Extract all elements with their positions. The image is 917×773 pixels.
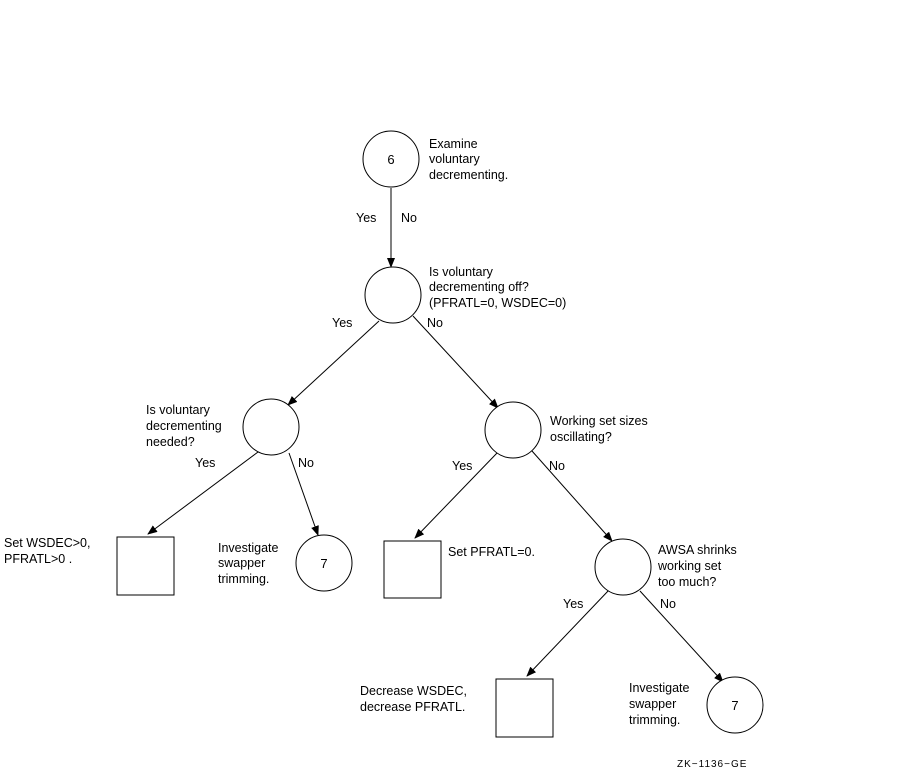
node-6-text: Examine voluntary decrementing. — [429, 137, 508, 182]
edge-awsa-to-decrease — [526, 589, 610, 677]
action-set-wsdec: Set WSDEC>0, PFRATL>0 . — [4, 536, 175, 596]
decision-awsa-shrinks: AWSA shrinks working set too much? — [594, 538, 740, 596]
decision-working-set-oscillating: Working set sizes oscillating? — [484, 401, 651, 459]
edge-label-no: No — [549, 459, 565, 473]
edge-oscillating-to-awsa — [531, 450, 613, 542]
figure-code: ZK−1136−GE — [677, 759, 747, 770]
edge-label-no: No — [427, 316, 443, 330]
edge-awsa-to-7-right — [639, 590, 724, 683]
edge-label-yes: Yes — [563, 597, 583, 611]
decision-awsa-shrinks-text: AWSA shrinks working set too much? — [657, 543, 740, 589]
node-6-examine: 6 Examine voluntary decrementing. — [362, 130, 508, 188]
edge-label-yes: Yes — [356, 211, 376, 225]
decision-decrementing-off: Is voluntary decrementing off? (PFRATL=0… — [364, 265, 566, 324]
edge-label-yes: Yes — [452, 459, 472, 473]
decision-decrementing-off-text: Is voluntary decrementing off? (PFRATL=0… — [429, 265, 566, 310]
node-7-investigate-left: 7 Investigate swapper trimming. — [218, 534, 353, 592]
edge-label-no: No — [660, 597, 676, 611]
edge-off-to-oscillating — [412, 315, 499, 409]
action-decrease-wsdec-text: Decrease WSDEC, decrease PFRATL. — [360, 684, 470, 714]
edge-label-yes: Yes — [332, 316, 352, 330]
node-6-number: 6 — [387, 152, 394, 167]
node-7-right-text: Investigate swapper trimming. — [629, 681, 693, 727]
action-decrease-wsdec: Decrease WSDEC, decrease PFRATL. — [360, 678, 554, 738]
edge-oscillating-to-set-pfratl — [414, 451, 499, 539]
action-set-pfratl: Set PFRATL=0. — [383, 540, 535, 599]
action-set-pfratl-text: Set PFRATL=0. — [448, 545, 535, 559]
node-7-right-number: 7 — [731, 698, 738, 713]
edge-needed-to-7-left — [288, 452, 319, 536]
node-7-left-number: 7 — [320, 556, 327, 571]
node-7-left-text: Investigate swapper trimming. — [218, 541, 282, 586]
edge-label-no: No — [401, 211, 417, 225]
edge-off-to-needed — [287, 320, 380, 406]
edge-label-no: No — [298, 456, 314, 470]
edge-needed-to-set-wsdec — [147, 451, 259, 535]
node-7-investigate-right: 7 Investigate swapper trimming. — [629, 676, 764, 734]
decision-decrementing-needed-text: Is voluntary decrementing needed? — [146, 403, 225, 449]
edge-label-yes: Yes — [195, 456, 215, 470]
decision-decrementing-needed: Is voluntary decrementing needed? — [146, 398, 300, 456]
decision-working-set-oscillating-text: Working set sizes oscillating? — [550, 414, 651, 444]
action-set-wsdec-text: Set WSDEC>0, PFRATL>0 . — [4, 536, 94, 566]
